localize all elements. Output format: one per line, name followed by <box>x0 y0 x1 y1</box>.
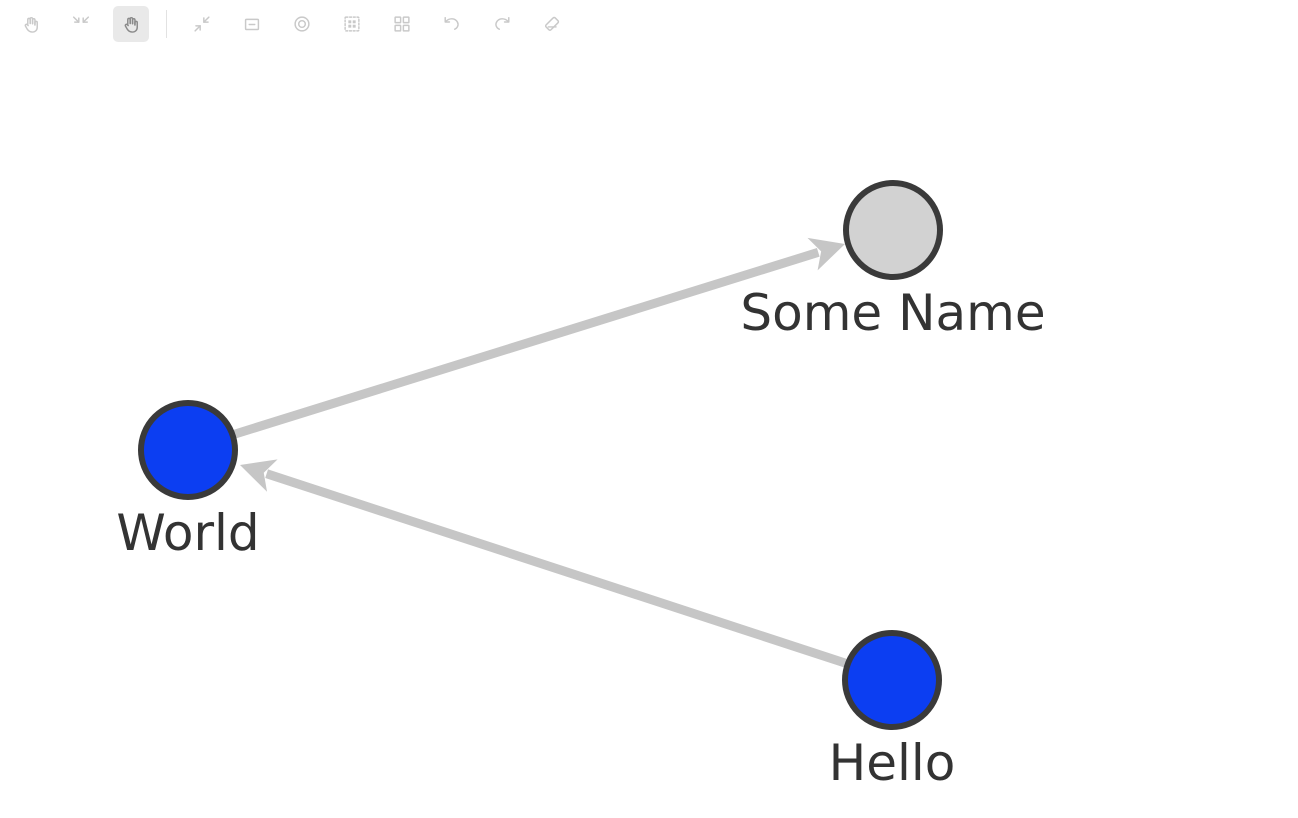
graph-node[interactable] <box>843 180 943 280</box>
pan-hand-icon[interactable] <box>113 6 149 42</box>
pan-hand-icon <box>124 16 138 33</box>
redo-icon <box>495 17 510 30</box>
grid-layout-icon <box>394 16 410 32</box>
graph-node[interactable] <box>842 630 942 730</box>
eraser-icon[interactable] <box>534 6 570 42</box>
edge-arrowhead-icon <box>240 459 278 492</box>
undo-icon[interactable] <box>434 6 470 42</box>
minus-square-icon[interactable] <box>234 6 270 42</box>
graph-edge[interactable] <box>240 459 850 669</box>
node-label: Hello <box>828 734 956 792</box>
target-icon[interactable] <box>284 6 320 42</box>
target-icon <box>294 16 310 32</box>
toolbar-divider <box>166 10 167 38</box>
graph-edge[interactable] <box>230 237 845 440</box>
edge-arrowhead-icon <box>807 237 845 271</box>
node-label: Some Name <box>740 284 1046 342</box>
minus-square-icon <box>244 18 260 31</box>
collapse-arrows-icon <box>72 16 90 23</box>
expand-arrows-icon[interactable] <box>184 6 220 42</box>
select-area-icon <box>344 16 360 32</box>
node-label: World <box>116 504 260 562</box>
edge-line <box>230 248 820 440</box>
nodes-layer <box>138 180 943 730</box>
grab-hand-icon <box>24 16 38 33</box>
undo-icon <box>444 17 459 30</box>
graph-node[interactable] <box>138 400 238 500</box>
grab-hand-icon[interactable] <box>13 6 49 42</box>
edges-layer <box>230 237 850 669</box>
select-area-icon[interactable] <box>334 6 370 42</box>
edge-line <box>265 469 850 669</box>
grid-layout-icon[interactable] <box>384 6 420 42</box>
redo-icon[interactable] <box>484 6 520 42</box>
expand-arrows-icon <box>194 16 210 32</box>
collapse-arrows-icon[interactable] <box>63 6 99 42</box>
eraser-icon <box>544 16 560 31</box>
toolbar <box>0 0 577 48</box>
